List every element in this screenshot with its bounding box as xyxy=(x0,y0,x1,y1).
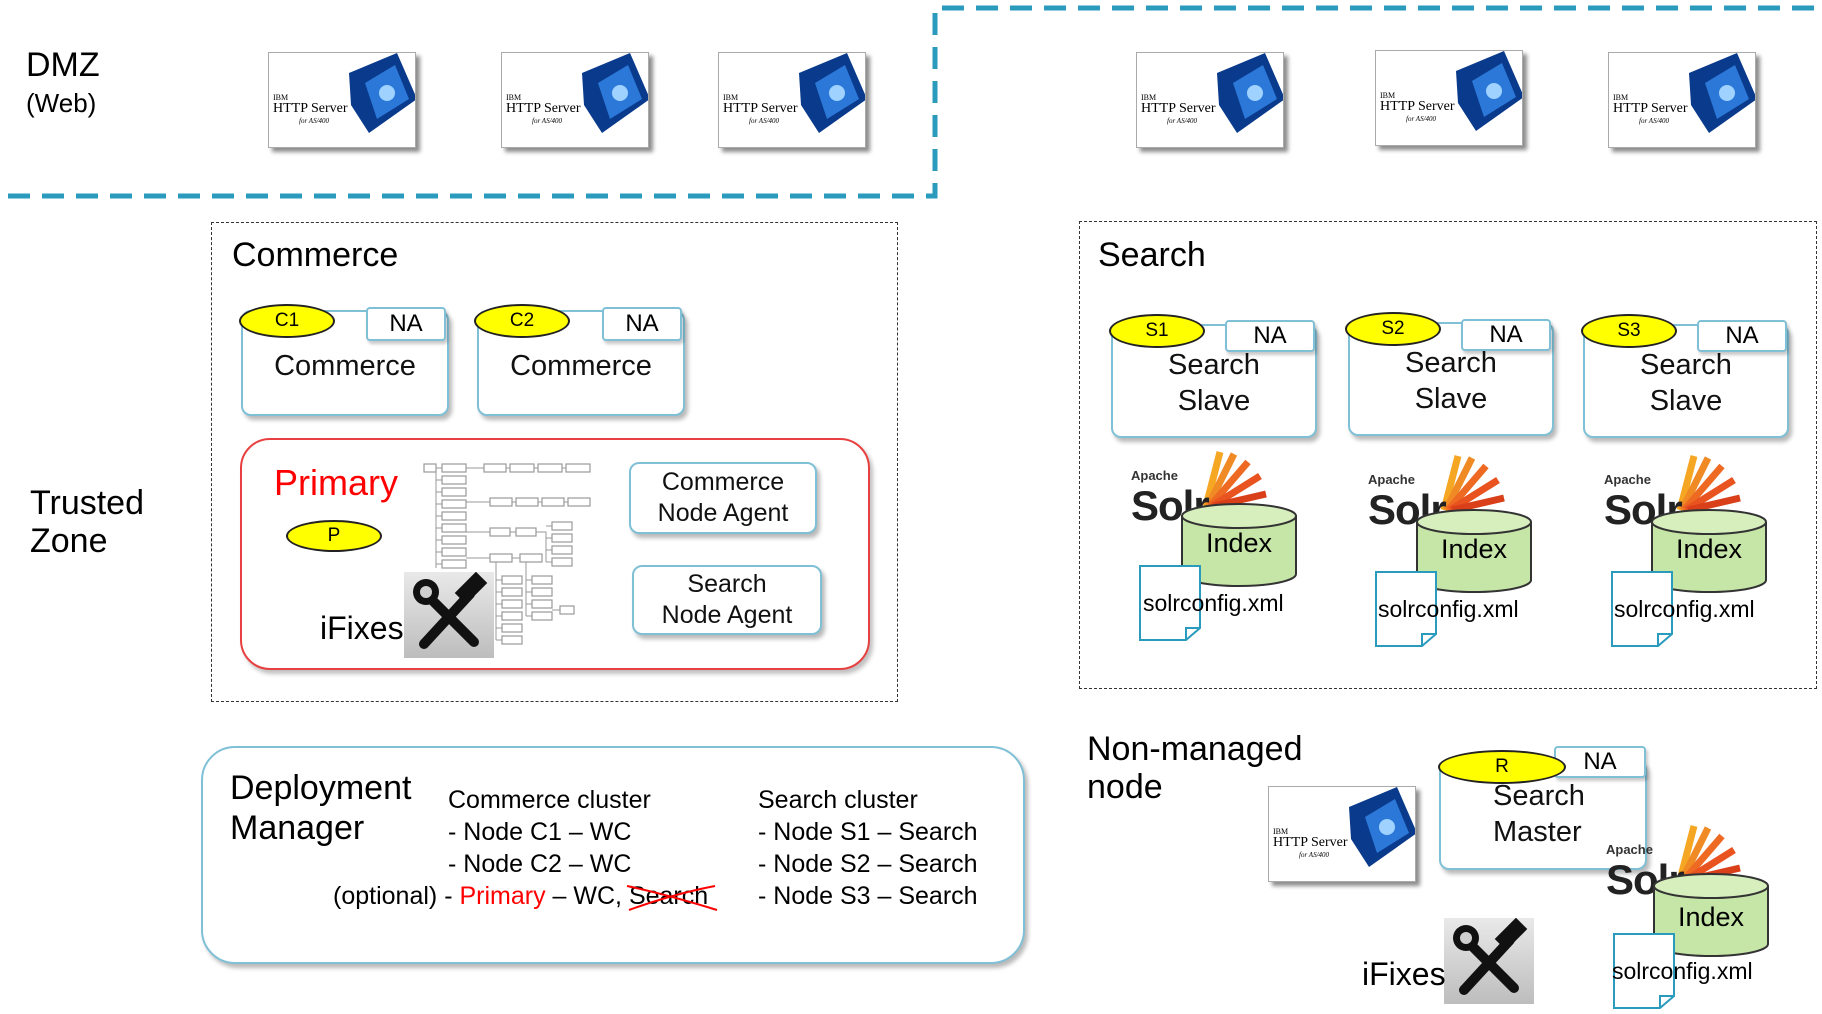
xml-document-icon xyxy=(1375,571,1437,647)
search-cluster-heading: Search cluster xyxy=(758,786,918,814)
solrconfig-label: solrconfig.xml xyxy=(1143,590,1284,616)
commerce-cluster-heading: Commerce cluster xyxy=(448,786,651,814)
dmz-sublabel: (Web) xyxy=(26,88,97,118)
search-cluster-row: - Node S2 – Search xyxy=(758,850,978,878)
node-badge-c1: C1 xyxy=(239,304,335,338)
solrconfig-label: solrconfig.xml xyxy=(1612,958,1753,984)
ifixes-label: iFixes xyxy=(1362,956,1446,992)
na-badge: NA xyxy=(1225,320,1315,352)
index-label: Index xyxy=(1675,534,1743,564)
struck-search-text: Search xyxy=(626,880,718,912)
search-node-agent: Search Node Agent xyxy=(632,565,822,635)
xml-document-icon xyxy=(1139,565,1201,641)
ifixes-tools-icon xyxy=(1444,917,1534,1004)
node-badge-s1: S1 xyxy=(1109,314,1205,348)
optional-primary-row: (optional) - Primary – WC, Search xyxy=(333,880,718,912)
solrconfig-label: solrconfig.xml xyxy=(1378,596,1519,622)
node-badge-s2: S2 xyxy=(1345,312,1441,346)
search-cluster-row: - Node S1 – Search xyxy=(758,818,978,846)
commerce-section xyxy=(211,222,898,702)
commerce-cluster-row: - Node C1 – WC xyxy=(448,818,632,846)
na-badge: NA xyxy=(602,307,682,341)
index-label: Index xyxy=(1205,528,1273,558)
ifixes-tools-icon xyxy=(404,571,494,658)
dmz-label: DMZ xyxy=(26,46,100,84)
node-badge-r: R xyxy=(1438,750,1566,784)
index-cylinder xyxy=(1416,509,1532,593)
primary-label: Primary xyxy=(274,462,398,503)
na-badge: NA xyxy=(366,307,446,341)
index-cylinder xyxy=(1653,873,1769,957)
non-managed-node-label: Non-managed node xyxy=(1087,730,1303,806)
node-badge-s3: S3 xyxy=(1581,314,1677,348)
ifixes-label: iFixes xyxy=(320,610,404,646)
commerce-cluster-list: Commerce cluster - Node C1 – WC - Node C… xyxy=(448,784,651,880)
cell-topology-icon xyxy=(423,463,591,645)
index-label: Index xyxy=(1440,534,1508,564)
xml-document-icon xyxy=(1613,933,1675,1009)
search-title: Search xyxy=(1098,236,1206,274)
index-cylinder xyxy=(1651,509,1767,593)
index-label: Index xyxy=(1677,902,1745,932)
deployment-manager-title: Deployment Manager xyxy=(230,769,412,847)
node-badge-p: P xyxy=(286,520,382,552)
commerce-cluster-row: - Node C2 – WC xyxy=(448,850,632,878)
search-cluster-row: - Node S3 – Search xyxy=(758,882,978,910)
solr-sunburst-icon xyxy=(1676,455,1741,512)
solr-sunburst-icon xyxy=(1202,451,1267,508)
trusted-zone-label: Trusted Zone xyxy=(30,484,145,560)
xml-document-icon xyxy=(1611,571,1673,647)
na-badge: NA xyxy=(1697,320,1787,352)
solr-sunburst-icon xyxy=(1440,455,1505,512)
dmz-boundary xyxy=(8,5,1815,199)
node-badge-c2: C2 xyxy=(474,304,570,338)
na-badge: NA xyxy=(1461,319,1551,351)
commerce-title: Commerce xyxy=(232,236,399,274)
search-cluster-list: Search cluster - Node S1 – Search - Node… xyxy=(758,784,978,912)
deployment-manager-box xyxy=(201,746,1025,964)
solrconfig-label: solrconfig.xml xyxy=(1614,596,1755,622)
search-section xyxy=(1079,221,1817,689)
commerce-node-agent: Commerce Node Agent xyxy=(629,462,817,534)
na-badge: NA xyxy=(1554,746,1646,778)
